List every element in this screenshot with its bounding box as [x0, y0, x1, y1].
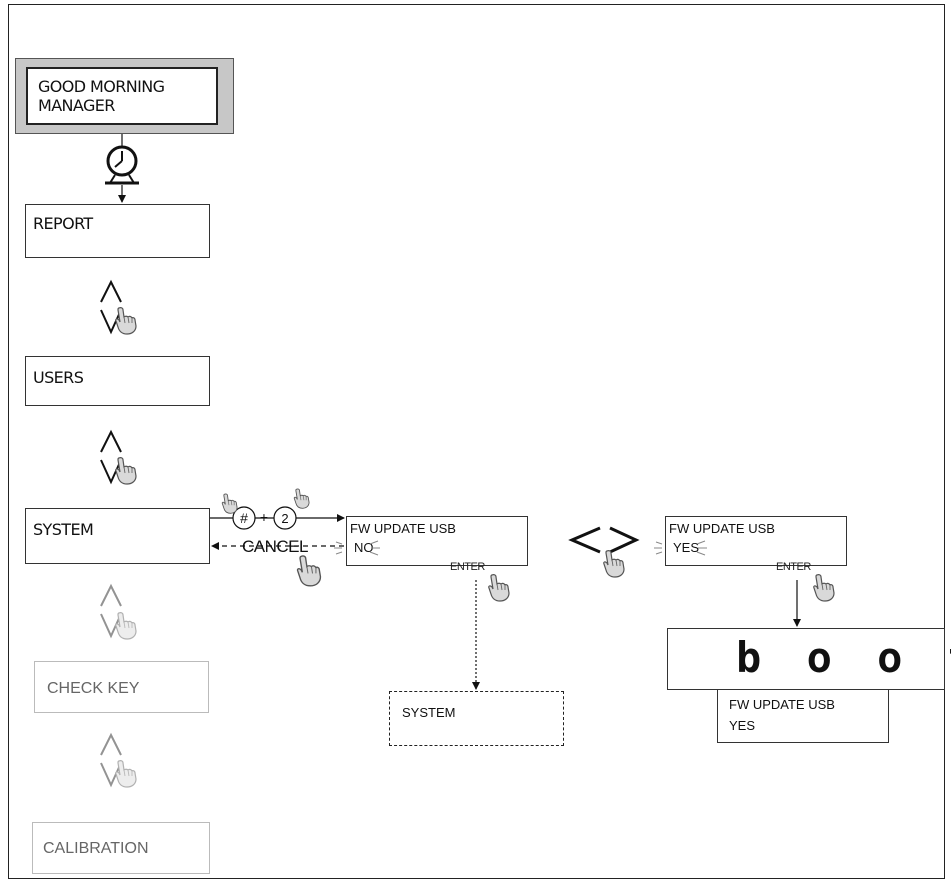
hand-pointer-icon [221, 493, 238, 514]
plus-sign: + [260, 509, 268, 525]
enter-label-left: ENTER [450, 561, 485, 573]
hash-key-icon [232, 506, 256, 530]
menu-report: REPORT [25, 204, 210, 258]
menu-users: USERS [25, 356, 210, 406]
down-arrow-icon [100, 613, 122, 639]
hand-pointer-icon [293, 488, 310, 509]
down-arrow-icon [100, 762, 122, 788]
blink-marks-no [334, 540, 380, 556]
hand-pointer-icon [603, 550, 625, 578]
menu-calibration: CALIBRATION [32, 822, 210, 874]
scroll-arrows-4 [100, 732, 137, 788]
hand-pointer-icon [115, 457, 137, 485]
menu-calibration-label: CALIBRATION [43, 840, 149, 857]
greeting-line2: MANAGER [38, 96, 115, 115]
up-arrow-icon [100, 429, 122, 453]
screen-fw-yes-final: FW UPDATE USB YES [717, 689, 889, 743]
greeting-screen: GOOD MORNING MANAGER [26, 67, 218, 125]
screen-fw-yes-line1: FW UPDATE USB [669, 521, 775, 536]
hand-pointer-icon [813, 574, 835, 602]
hand-pointer-icon [296, 555, 322, 587]
screen-fw-yes-line2: YES [673, 540, 700, 555]
screen-boot-display: b o o t [667, 628, 951, 690]
cancel-label: CANCEL [242, 537, 308, 556]
hand-pointer-icon [488, 574, 510, 602]
greeting-line1: GOOD MORNING [38, 77, 165, 96]
scroll-arrows-1 [100, 279, 137, 335]
menu-check-key-label: CHECK KEY [47, 680, 140, 697]
screen-fw-update-no: FW UPDATE USB NO [346, 516, 528, 566]
menu-system: SYSTEM [25, 508, 210, 564]
up-arrow-icon [100, 732, 122, 756]
menu-users-label: USERS [33, 368, 84, 387]
screen-fw-final-line2: YES [729, 718, 756, 733]
menu-system-label: SYSTEM [33, 520, 94, 539]
blink-marks-yes [654, 540, 707, 556]
hash-key-label: # [240, 510, 248, 526]
screen-fw-no-line2: NO [354, 540, 374, 555]
screen-fw-final-line1: FW UPDATE USB [729, 697, 835, 712]
scroll-arrows-3 [100, 583, 137, 640]
right-arrow-icon [609, 526, 640, 554]
menu-check-key: CHECK KEY [34, 661, 209, 713]
up-arrow-icon [100, 279, 122, 303]
left-arrow-icon [568, 526, 601, 554]
up-arrow-icon [100, 583, 122, 607]
hand-pointer-icon [115, 307, 137, 335]
screen-fw-no-line1: FW UPDATE USB [350, 521, 456, 536]
clock-icon [105, 145, 139, 185]
hand-pointer-icon [115, 612, 137, 640]
two-key-label: 2 [281, 511, 288, 526]
boot-display-text: b o o t [736, 633, 951, 682]
diagram-frame [8, 4, 945, 879]
two-key-icon [273, 506, 297, 530]
down-arrow-icon [100, 309, 122, 335]
screen-system-result: SYSTEM [389, 691, 564, 746]
screen-fw-update-yes: FW UPDATE USB YES [665, 516, 847, 566]
menu-report-label: REPORT [33, 214, 93, 233]
enter-label-right: ENTER [776, 561, 811, 573]
scroll-arrows-2 [100, 429, 137, 485]
hand-pointer-icon [115, 760, 137, 788]
down-arrow-icon [100, 459, 122, 485]
screen-system-result-label: SYSTEM [402, 705, 456, 720]
